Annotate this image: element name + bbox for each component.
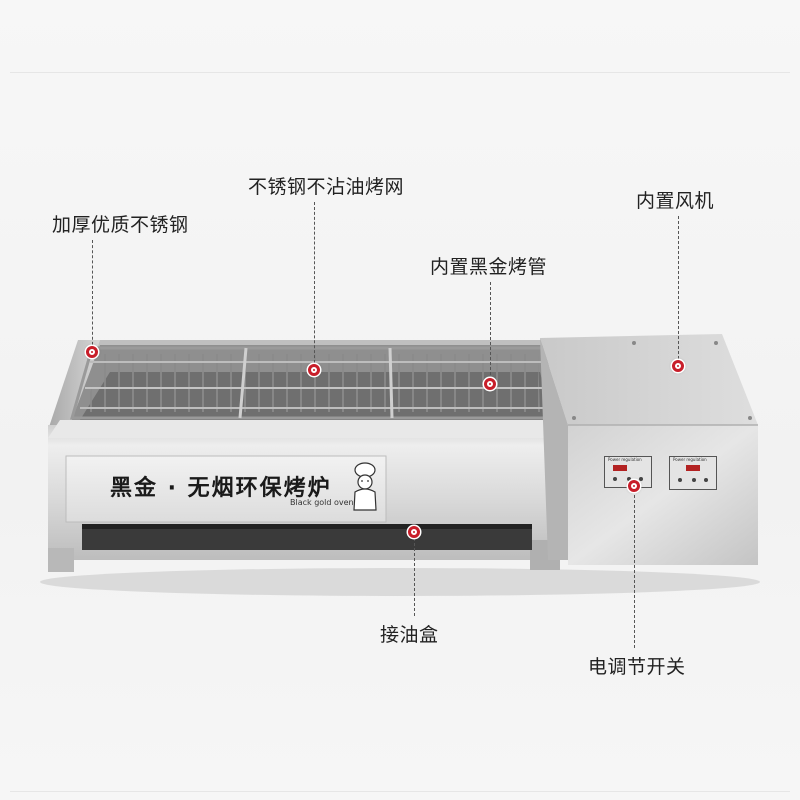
hotspot-thick-steel[interactable] <box>86 346 98 358</box>
hotspot-oil-box[interactable] <box>408 526 420 538</box>
grill-rack <box>70 346 550 420</box>
leader-line <box>314 202 315 368</box>
switch-panel-right[interactable]: Power regulation <box>669 456 717 490</box>
leader-line <box>92 240 93 350</box>
hotspot-grill-net[interactable] <box>308 364 320 376</box>
knob-icon <box>613 477 617 481</box>
hotspot-fan[interactable] <box>672 360 684 372</box>
knob-icon <box>639 477 643 481</box>
callout-grill-net: 不锈钢不沾油烤网 <box>248 176 405 198</box>
callout-heating-tube: 内置黑金烤管 <box>430 256 548 278</box>
callout-switch: 电调节开关 <box>588 656 686 678</box>
callout-fan: 内置风机 <box>636 190 715 212</box>
leader-line <box>678 216 679 364</box>
led-display <box>686 465 700 471</box>
knob-icon <box>704 478 708 482</box>
brand-subtext: Black gold oven <box>290 498 354 507</box>
panel-caption: Power regulation <box>608 457 642 462</box>
hotspot-heating-tube[interactable] <box>484 378 496 390</box>
chef-logo-icon <box>350 462 380 512</box>
leader-line <box>414 538 415 616</box>
knob-icon <box>692 478 696 482</box>
hotspot-switch[interactable] <box>628 480 640 492</box>
callout-oil-box: 接油盒 <box>380 624 439 646</box>
leader-line <box>634 490 635 648</box>
panel-caption: Power regulation <box>673 457 707 462</box>
brand-text: 黑金 · 无烟环保烤炉 <box>110 476 332 501</box>
knob-icon <box>627 477 631 481</box>
switch-panel-left[interactable]: Power regulation <box>604 456 652 488</box>
leader-line <box>490 282 491 380</box>
knob-icon <box>678 478 682 482</box>
photo-frame <box>10 72 790 792</box>
led-display <box>613 465 627 471</box>
callout-thick-steel: 加厚优质不锈钢 <box>52 214 189 236</box>
floor-shadow <box>40 568 760 596</box>
control-box <box>540 334 758 565</box>
